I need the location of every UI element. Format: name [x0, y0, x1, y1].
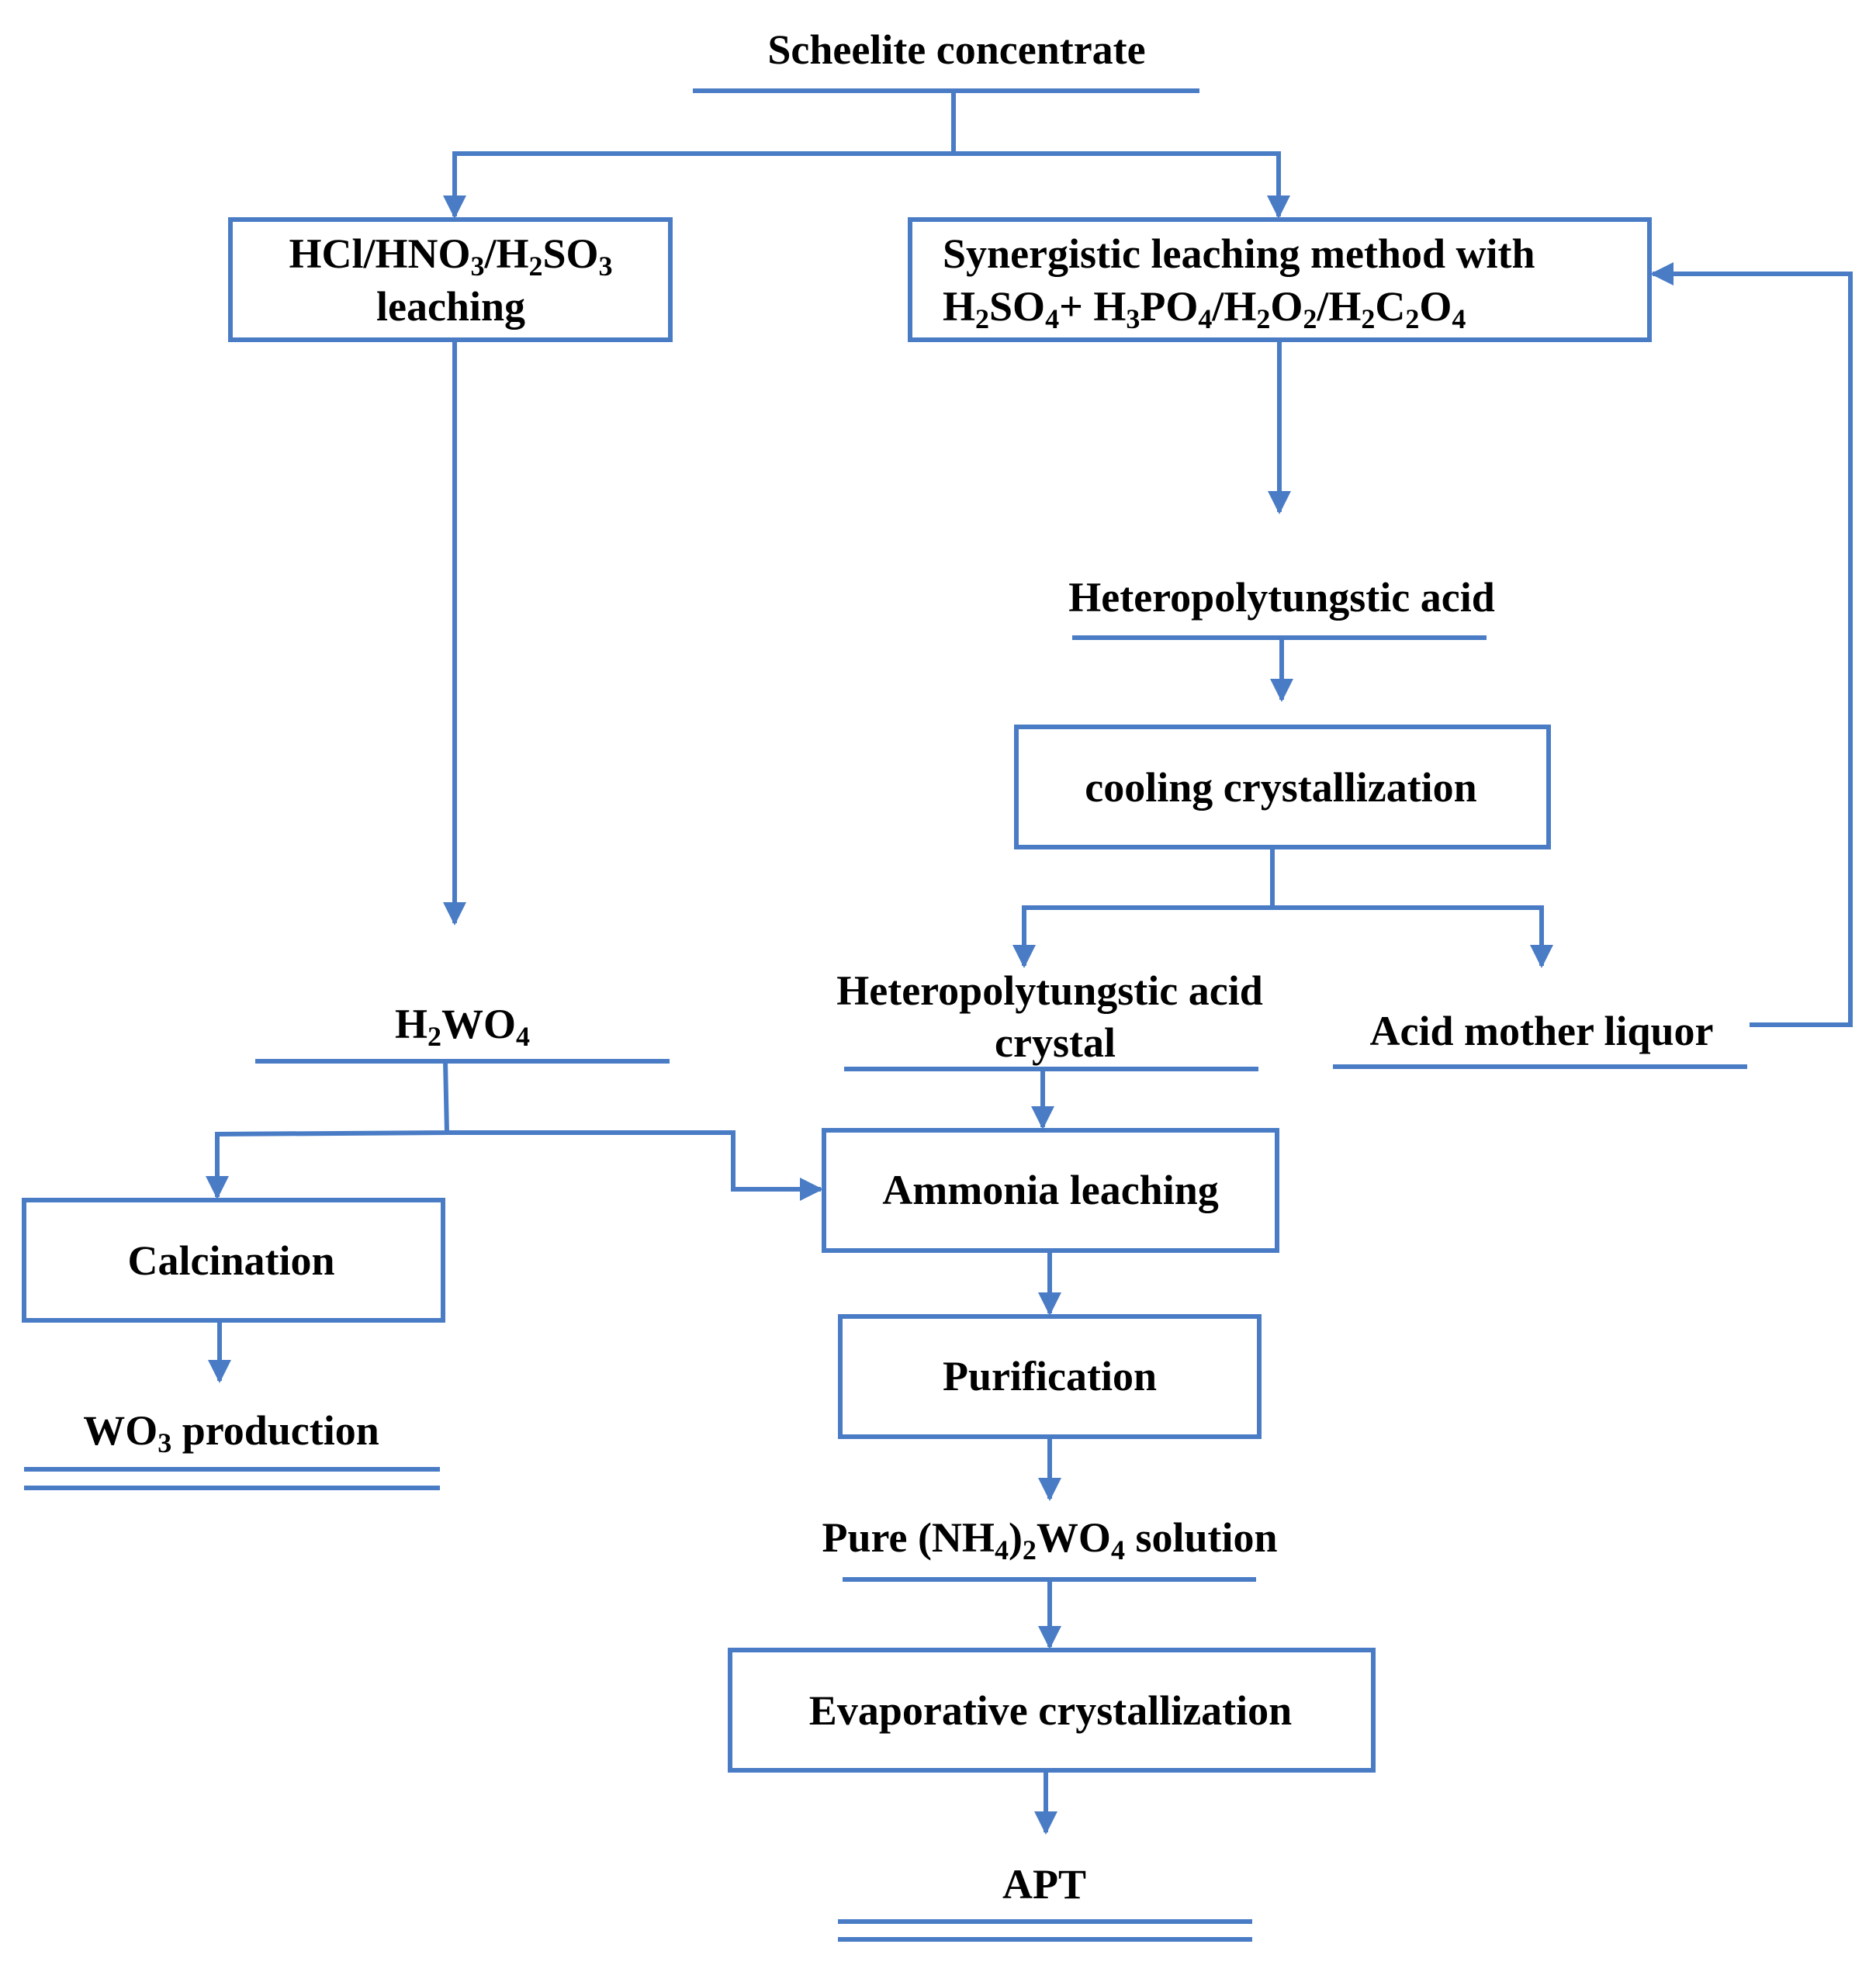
cooling-crystallization-label: cooling crystallization: [1085, 764, 1476, 811]
h2wo4-label: H2WO4: [395, 1001, 530, 1052]
acid-mother-liquor-label: Acid mother liquor: [1370, 1008, 1714, 1054]
heteropolytungstic-acid-label: Heteropolytungstic acid: [1068, 574, 1494, 621]
heteropolytungstic-crystal-label-line1: Heteropolytungstic acid: [836, 967, 1262, 1014]
apt-label: APT: [1002, 1861, 1086, 1908]
arrow-scheelite-to-acid-leaching: [443, 91, 956, 219]
arrow-cooling-to-heteropoly-crystal: [1012, 847, 1275, 968]
cooling-crystallization-box: [1014, 725, 1551, 849]
synergistic-reagents-label: H2SO4+ H3PO4/H2O2/H2C2O4: [943, 283, 1466, 334]
acid-leaching-word-label: leaching: [376, 283, 525, 330]
heteropolytungstic-crystal-label-line2: crystal: [995, 1019, 1116, 1066]
scheelite-concentrate-label: Scheelite concentrate: [767, 26, 1145, 73]
arrow-h2wo4-to-calcination: [206, 1060, 450, 1199]
ammonia-leaching-label: Ammonia leaching: [882, 1167, 1219, 1213]
purification-box: [838, 1314, 1262, 1439]
pure-ammonium-tungstate-solution-label: Pure (NH4)2WO4 solution: [822, 1514, 1277, 1565]
calcination-label: Calcination: [127, 1237, 334, 1284]
synergistic-title-label: Synergistic leaching method with: [943, 230, 1535, 277]
arrow-h2wo4-to-ammonia: [447, 1130, 823, 1201]
wo3-production-label: WO3 production: [83, 1407, 379, 1458]
evaporative-crystallization-box: [728, 1648, 1376, 1773]
calcination-box: [22, 1198, 445, 1323]
synergistic-leaching-box: [908, 217, 1652, 342]
arrow-scheelite-to-synergistic: [954, 151, 1290, 219]
purification-label: Purification: [943, 1353, 1157, 1399]
acid-leaching-formula-label: HCl/HNO3/H2SO3: [289, 230, 612, 282]
ammonia-leaching-box: [822, 1128, 1279, 1253]
arrow-cooling-to-mother-liquor: [1272, 905, 1553, 968]
evaporative-crystallization-label: Evaporative crystallization: [809, 1687, 1292, 1734]
acid-leaching-box: [228, 217, 673, 342]
arrow-mother-liquor-recycle: [1650, 262, 1853, 1027]
